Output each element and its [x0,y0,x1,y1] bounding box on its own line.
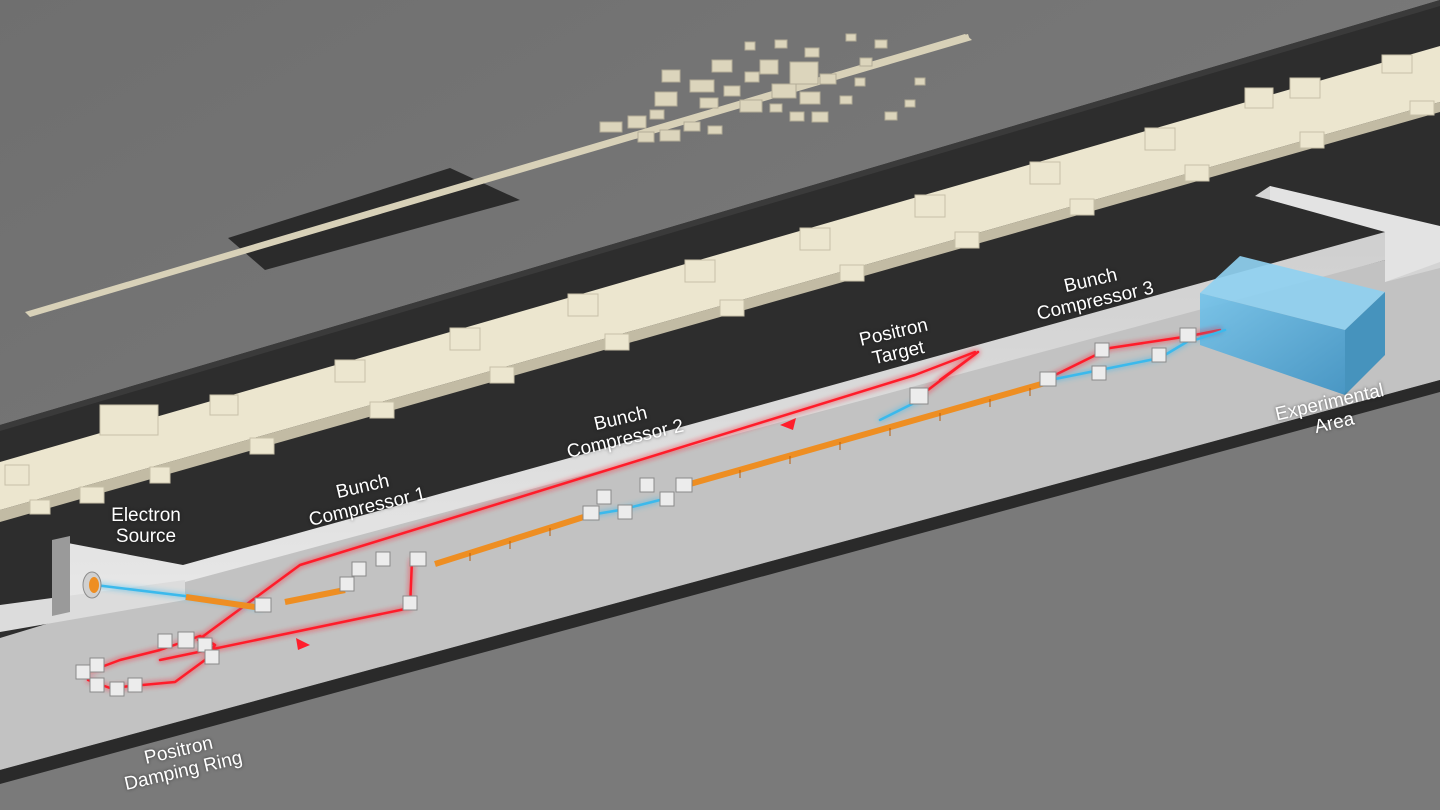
magnet [675,477,693,493]
magnets [75,327,1197,697]
arrow-icon [780,418,796,430]
tunnel-end-wall [52,536,70,616]
magnet [596,489,612,505]
tunnel-floor [0,248,1440,770]
label-line: Source [115,526,177,547]
exp-box-top [1200,256,1385,330]
magnet [582,505,600,521]
ring-magnet [109,681,125,697]
magnet [254,597,272,613]
ring-magnet [204,649,220,665]
magnet [1039,371,1057,387]
site-linac-line [25,34,972,317]
gun-inner [89,577,99,593]
tunnel-trench [0,186,1440,784]
magnet [1151,347,1167,363]
electron-exit-line [1193,328,1227,342]
beam-direction-arrows [296,418,796,650]
ring-magnet [157,633,173,649]
ring-magnet [89,677,105,693]
magnet [1179,327,1197,343]
electron-bc3-line [1048,338,1192,382]
magnet [659,491,675,507]
ring-magnet [177,631,195,649]
magnet [1091,365,1107,381]
tunnel-front-wall-left [0,580,185,632]
label-line: Electron [111,505,181,526]
site-connector [940,34,970,48]
tunnel-back-wall [52,232,1385,615]
tunnel-floor-edge [0,380,1440,784]
positron-target-block [909,387,929,405]
experimental-area-box [1200,256,1385,395]
corridor-top-edge [0,0,1440,431]
klystron-gallery [0,46,1440,522]
cavity-section-3 [434,512,591,567]
gallery-roof [0,46,1440,510]
magnet [339,576,355,592]
ring-magnet [89,657,105,673]
site-overview [25,33,972,317]
magnet [402,595,418,611]
magnet [375,551,391,567]
magnet [617,504,633,520]
positron-bc3-line [1043,328,1222,382]
cavity-section-4 [689,380,1046,487]
cavity-section-1 [185,594,256,610]
gallery-bumps [4,54,1435,515]
cavity-section-2 [284,587,346,605]
ring-magnet [75,664,91,680]
arrow-icon [296,638,310,650]
label-electron-source: Electron Source [96,505,196,547]
exp-box-side [1345,292,1385,395]
cavity-rings [469,388,1031,561]
magnet [351,561,367,577]
magnet [639,477,655,493]
magnet [1094,342,1110,358]
positron-transfer-line [196,350,977,642]
tunnel-right-inner [1270,186,1440,282]
exp-box-front [1200,293,1345,395]
positron-target-loop [918,350,980,398]
ring-magnet [127,677,143,693]
magnet [409,551,427,567]
accelerator-cavities [185,380,1046,610]
electron-gun [82,571,102,599]
site-buildings [599,33,926,143]
